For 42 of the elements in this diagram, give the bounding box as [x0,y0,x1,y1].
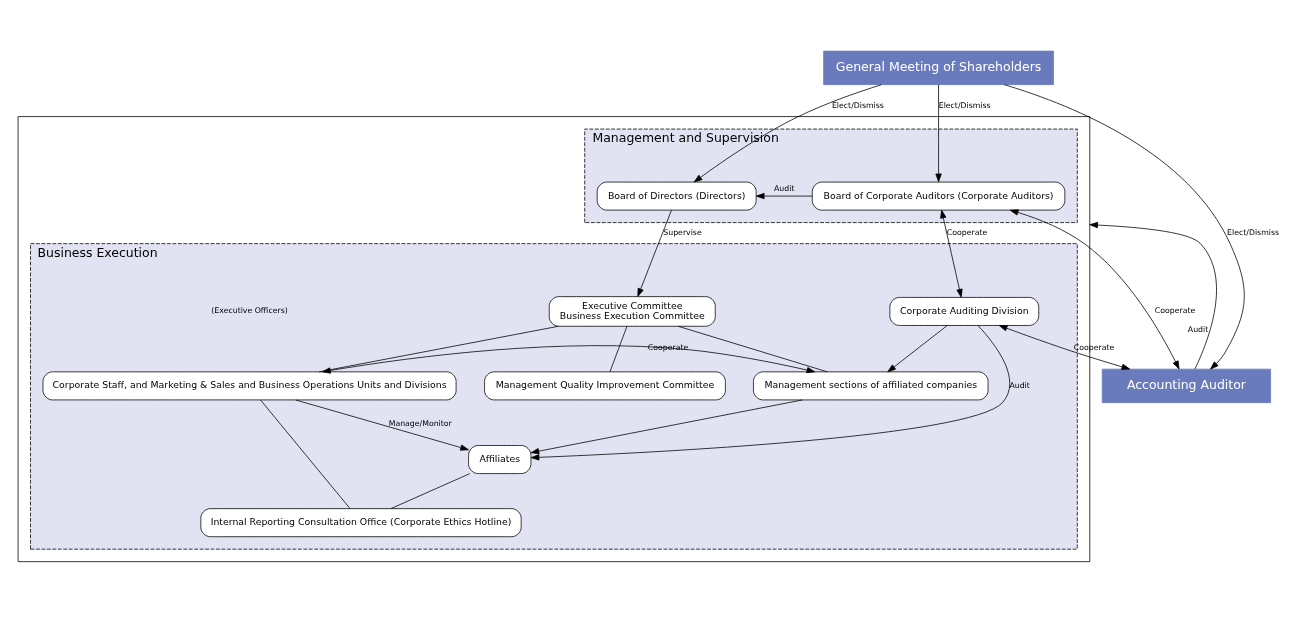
node-box: Accounting Auditor [1101,368,1271,404]
edge-label: Elect/Dismiss [1227,228,1280,238]
node-box: Management sections of affiliated companies [753,371,989,401]
node-box: Board of Corporate Auditors (Corporate Auditors) [811,181,1066,211]
node-box: Affiliates [468,445,532,474]
arrow [935,84,942,183]
node-box: General Meeting of Shareholders [823,50,1054,85]
node-box: Executive Committee Business Execution Committee [548,296,716,327]
arrow [322,345,816,374]
edge-label: Manage/Monitor [388,419,452,429]
edge-label: Cooperate [647,342,689,352]
edge-label: Cooperate [946,228,988,238]
label: (Executive Officers) [211,306,288,316]
arrow [530,325,1011,461]
arrow [530,399,803,455]
connector [677,325,828,373]
node-box: Corporate Auditing Division [889,297,1040,326]
connector [260,399,351,509]
edge-label: Audit [1187,325,1209,335]
edge-label: Audit [1009,380,1030,390]
arrow [637,209,672,297]
edge-label: Audit [774,184,795,194]
edge-label: Cooperate [1154,306,1196,316]
arrow [940,209,963,298]
arrow [1003,84,1245,370]
connector [390,473,471,509]
arrow [887,325,948,373]
connector [609,325,628,373]
node-box: Board of Directors (Directors) [596,181,757,211]
node-box: Corporate Staff, and Marketing & Sales and Business Operations Units and Divisions [42,371,457,401]
arrow [295,399,469,451]
arrow [693,84,882,183]
connector [318,325,559,373]
node-box: Management Quality Improvement Committee [484,371,726,401]
arrow [1089,221,1217,370]
edge-label: Elect/Dismiss [938,101,991,111]
arrow [755,192,813,200]
edge-label: Elect/Dismiss [831,101,884,111]
arrow [998,325,1131,370]
node-box: Internal Reporting Consultation Office (Corporate Ethics Hotline) [200,508,522,538]
edge-label: Supervise [663,228,702,238]
arrow [1009,209,1180,370]
